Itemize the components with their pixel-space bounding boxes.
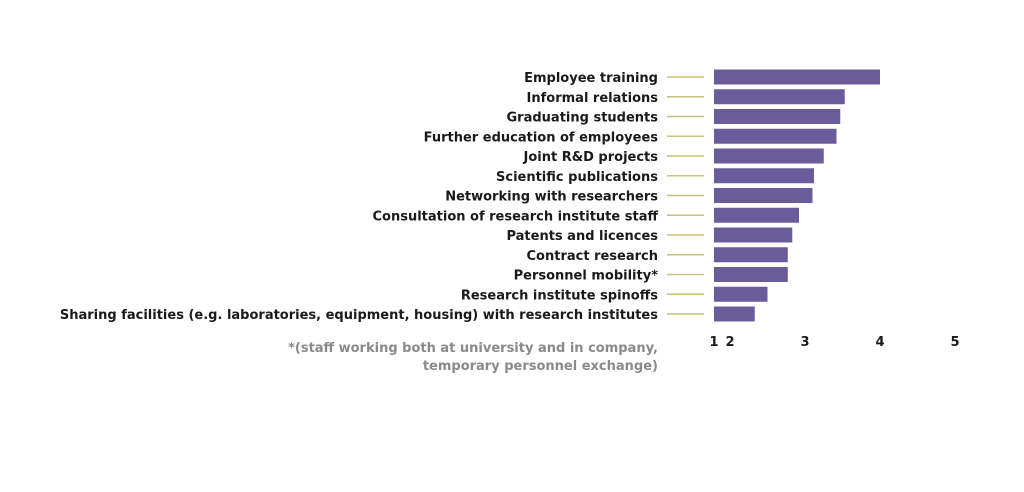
bar	[714, 227, 793, 243]
bar	[714, 267, 788, 282]
category-label: Research institute spinoffs	[461, 288, 658, 303]
footnote: *(staff working both at university and i…	[258, 340, 658, 376]
bar	[714, 247, 788, 263]
category-label: Informal relations	[527, 91, 659, 106]
category-label: Sharing facilities (e.g. laboratories, e…	[60, 308, 658, 323]
category-label: Contract research	[527, 249, 659, 264]
x-tick-label: 4	[875, 335, 884, 350]
bar	[714, 89, 845, 105]
footnote-line-2: temporary personnel exchange)	[422, 359, 658, 374]
bar	[714, 109, 841, 124]
x-tick-label: 3	[800, 335, 809, 350]
bar	[714, 69, 880, 85]
bar	[714, 168, 814, 184]
category-label: Personnel mobility*	[514, 269, 659, 284]
category-label: Patents and licences	[506, 229, 658, 244]
category-label: Consultation of research institute staff	[372, 209, 658, 224]
bar	[714, 306, 755, 322]
category-label: Further education of employees	[424, 130, 659, 145]
x-tick-label: 1	[709, 335, 718, 350]
category-label: Employee training	[524, 71, 658, 86]
category-label: Scientific publications	[496, 170, 658, 185]
bar	[714, 148, 824, 164]
bar	[714, 128, 837, 144]
footnote-line-1: *(staff working both at university and i…	[288, 341, 658, 356]
bar	[714, 188, 813, 203]
bar	[714, 286, 768, 302]
bar	[714, 207, 799, 223]
x-tick-label: 2	[725, 335, 734, 350]
category-label: Joint R&D projects	[523, 150, 659, 165]
category-label: Networking with researchers	[445, 190, 658, 205]
bars	[714, 69, 880, 322]
category-label: Graduating students	[507, 111, 659, 126]
leader-lines	[667, 76, 704, 315]
x-tick-label: 5	[950, 335, 959, 350]
